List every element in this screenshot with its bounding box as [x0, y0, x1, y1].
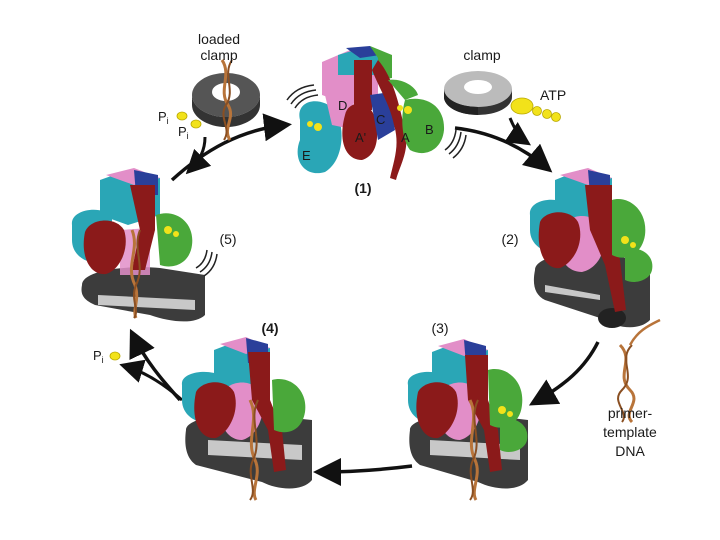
clamp-label: clamp [463, 47, 501, 63]
cycle-arrow-5-to-1 [170, 113, 292, 182]
subunit-label-d: D [338, 98, 347, 113]
step-label-3: (3) [431, 320, 448, 336]
pi-label-1: Pi [158, 109, 169, 126]
cycle-arrow-1-to-2 [454, 126, 553, 173]
subunit-label-a: A [401, 130, 410, 145]
loaded-clamp-label-line1: loaded [198, 31, 240, 47]
loaded-clamp-label-line2: clamp [200, 47, 238, 63]
phosphate-3 [109, 351, 121, 361]
motion-lines-state-5 [195, 249, 218, 277]
atp-label: ATP [540, 87, 566, 103]
primer-template-dna [617, 318, 661, 424]
clamp-loader-state-4 [181, 337, 312, 501]
clamp-loader-state-2 [529, 168, 653, 328]
cycle-arrow-3-to-4 [313, 457, 413, 486]
subunit-label-e: E [302, 148, 311, 163]
pi-release-arrow-5 [185, 136, 212, 175]
clamp-loader-state-3 [407, 339, 528, 501]
primer-label-line2: template [603, 424, 657, 440]
step-label-4: (4) [261, 320, 278, 336]
cycle-arrow-4-to-5 [129, 328, 182, 402]
phosphate-2 [190, 119, 202, 129]
step-label-1: (1) [354, 180, 371, 196]
clamp-loader-state-1 [297, 46, 445, 180]
pi-label-3: Pi [93, 348, 104, 365]
atp-binding-arrow [504, 117, 531, 146]
motion-lines-state-1 [286, 84, 467, 159]
step-label-2: (2) [501, 231, 518, 247]
subunit-label-a-prime: A' [355, 130, 366, 145]
free-clamp [444, 71, 512, 115]
step-label-5: (5) [219, 231, 236, 247]
subunit-label-c: C [376, 112, 385, 127]
phosphate-1 [176, 111, 188, 121]
clamp-loader-state-5 [71, 168, 205, 322]
pi-label-2: Pi [178, 124, 189, 141]
pi-release-arrow-4 [119, 359, 183, 402]
subunit-label-b: B [425, 122, 434, 137]
primer-label-line3: DNA [615, 443, 645, 459]
loaded-clamp [192, 59, 260, 141]
atp-molecules [510, 97, 561, 122]
cycle-arrow-2-to-3 [528, 341, 600, 406]
primer-label-line1: primer- [608, 405, 653, 421]
